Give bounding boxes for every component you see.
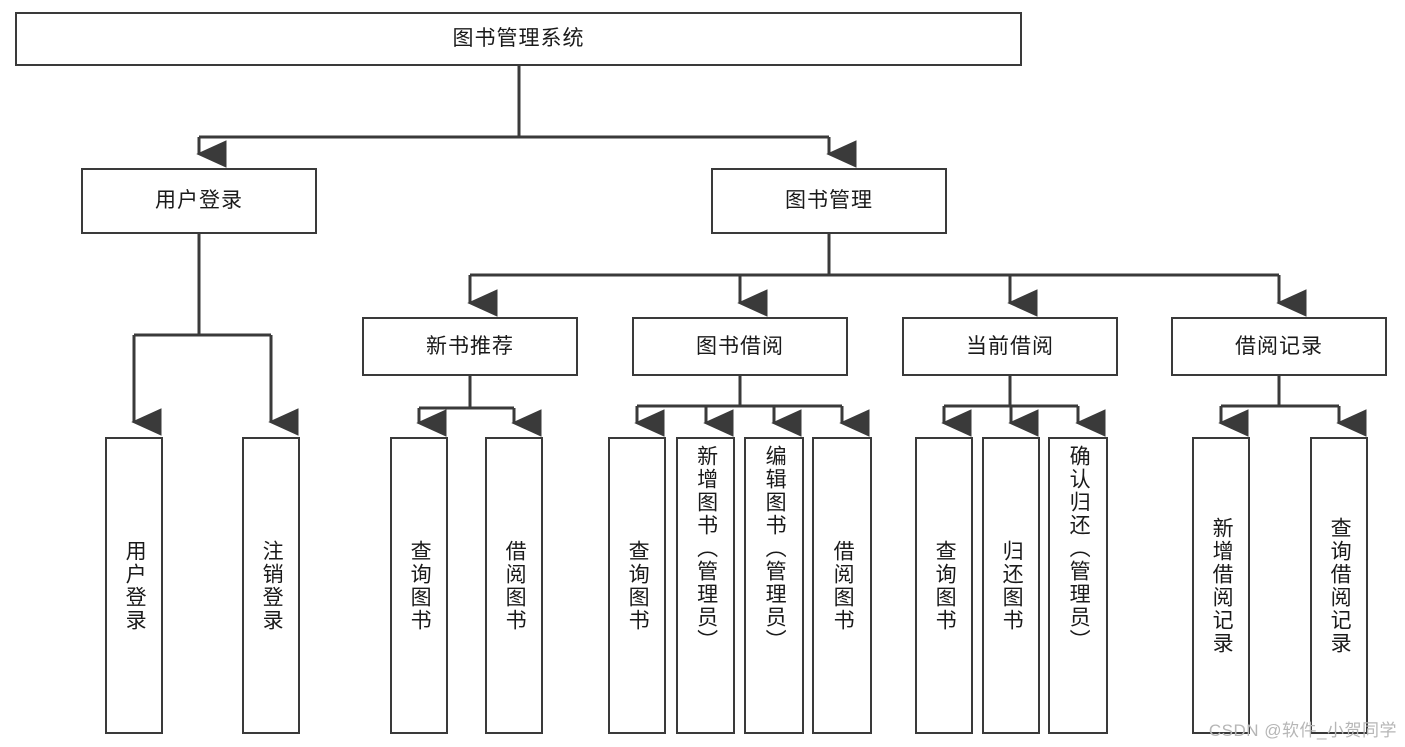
leaf-current-return-book[interactable]: 归还图书: [982, 437, 1040, 734]
leaf-logout[interactable]: 注销登录: [242, 437, 300, 734]
leaf-borrow-add-book-admin[interactable]: 新增图书（管理员）: [676, 437, 735, 734]
node-label: 借阅图书: [503, 539, 527, 632]
node-new-book-recommend[interactable]: 新书推荐: [362, 317, 578, 376]
node-label: 查询图书: [933, 539, 957, 632]
leaf-user-login[interactable]: 用户登录: [105, 437, 163, 734]
node-label: 新书推荐: [426, 334, 514, 358]
node-current-borrow[interactable]: 当前借阅: [902, 317, 1118, 376]
node-user-login[interactable]: 用户登录: [81, 168, 317, 234]
leaf-record-query-borrow-record[interactable]: 查询借阅记录: [1310, 437, 1368, 734]
node-label: 编辑图书（管理员）: [763, 445, 787, 652]
node-label: 新增借阅记录: [1210, 516, 1234, 655]
node-label: 归还图书: [1000, 539, 1024, 632]
node-label: 借阅图书: [831, 539, 855, 632]
node-label: 当前借阅: [966, 334, 1054, 358]
leaf-record-add-borrow-record[interactable]: 新增借阅记录: [1192, 437, 1250, 734]
leaf-new-book-borrow-book[interactable]: 借阅图书: [485, 437, 543, 734]
leaf-borrow-borrow-book[interactable]: 借阅图书: [812, 437, 872, 734]
node-label: 查询借阅记录: [1328, 516, 1352, 655]
leaf-current-query-book[interactable]: 查询图书: [915, 437, 973, 734]
node-label: 用户登录: [123, 539, 147, 632]
node-book-management[interactable]: 图书管理: [711, 168, 947, 234]
node-label: 图书借阅: [696, 334, 784, 358]
node-label: 图书管理系统: [452, 27, 585, 51]
leaf-current-confirm-return-admin[interactable]: 确认归还（管理员）: [1048, 437, 1108, 734]
node-label: 图书管理: [785, 189, 873, 213]
node-label: 查询图书: [626, 539, 650, 632]
watermark: CSDN @软件_小贺同学: [1208, 721, 1397, 740]
node-book-borrow[interactable]: 图书借阅: [632, 317, 848, 376]
node-root-book-management-system[interactable]: 图书管理系统: [15, 12, 1022, 66]
leaf-borrow-query-book[interactable]: 查询图书: [608, 437, 666, 734]
node-label: 确认归还（管理员）: [1067, 445, 1091, 652]
node-label: 用户登录: [155, 189, 243, 213]
node-label: 查询图书: [408, 539, 432, 632]
node-borrow-record[interactable]: 借阅记录: [1171, 317, 1387, 376]
leaf-borrow-edit-book-admin[interactable]: 编辑图书（管理员）: [744, 437, 804, 734]
node-label: 注销登录: [260, 539, 284, 632]
node-label: 新增图书（管理员）: [694, 445, 718, 652]
node-label: 借阅记录: [1235, 334, 1323, 358]
leaf-new-book-query-book[interactable]: 查询图书: [390, 437, 448, 734]
